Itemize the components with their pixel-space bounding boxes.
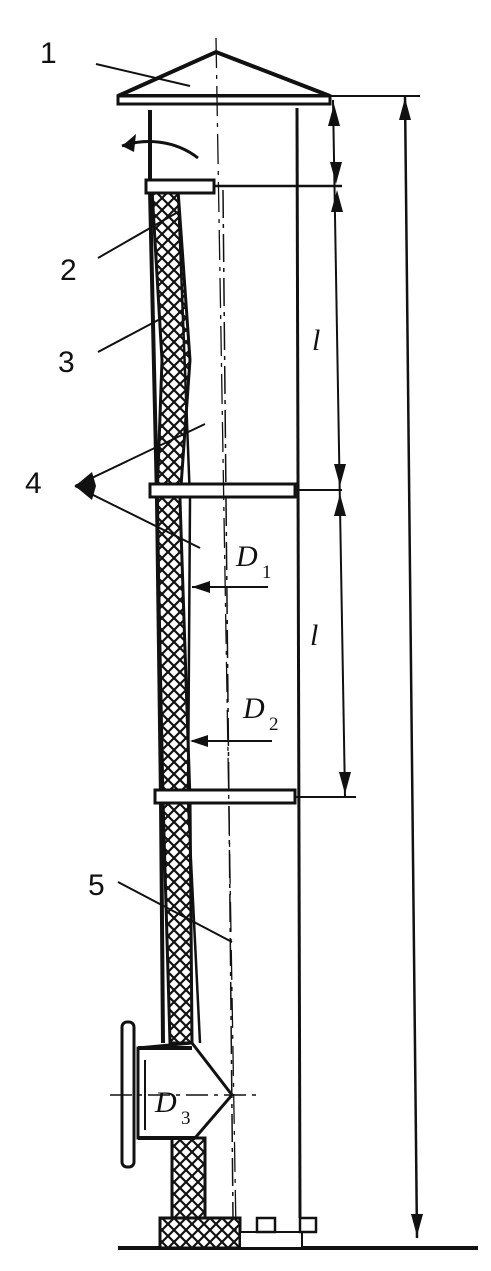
d2-arrow-icon [190,735,208,747]
leader-5 [117,881,233,943]
dim-d3: D [154,1086,177,1119]
seg-arrow-1-icon [328,104,340,126]
label-1: 1 [40,37,57,70]
seg-arrow-3-icon [331,190,343,212]
dim-l-lower: l [310,619,318,652]
seg-arrow-6-icon [339,772,351,794]
seg-arrow-5-icon [334,494,346,516]
bolt-left [255,1216,277,1234]
dim-l-upper: l [312,324,320,357]
flange-mid [148,482,297,499]
dim-d1: D [235,540,258,573]
segment-dim-line [332,99,346,798]
height-arrow-bottom-icon [411,1214,423,1236]
centerline [215,37,237,1233]
dim-d3-sub: 3 [181,1108,191,1129]
flange-low [153,788,297,805]
leader-2 [97,211,179,259]
cap-roof [117,49,331,98]
height-arrow-top-icon [399,98,411,120]
flange-top [144,178,216,195]
label-3: 3 [58,346,75,379]
leader-4b [74,485,201,549]
leader-4a [74,423,206,487]
bolt-right [298,1216,318,1234]
lower-lining [170,1136,207,1220]
label-5: 5 [88,869,105,902]
left-shell-inner [222,189,234,1219]
outer-wall [148,110,165,1044]
leader-3 [97,317,163,353]
seg-arrow-4-icon [334,464,346,486]
exhaust-arrow-head-icon [122,134,136,152]
d1-arrow-icon [192,581,210,593]
base-foundation [158,1216,242,1250]
dim-d1-sub: 1 [262,562,272,583]
right-shell [295,107,302,1219]
label-4: 4 [25,467,42,500]
leader-4b-arrow-icon [75,486,96,500]
cap-brim [116,94,332,106]
leader-4a-arrow-icon [75,472,96,486]
leader-1 [95,63,191,87]
overall-height-line [403,95,419,1239]
dim-d2-sub: 2 [269,714,279,735]
seg-arrow-2-icon [330,162,342,184]
label-2: 2 [60,254,77,287]
dim-d2: D [242,692,265,725]
base-plate [239,1231,303,1249]
